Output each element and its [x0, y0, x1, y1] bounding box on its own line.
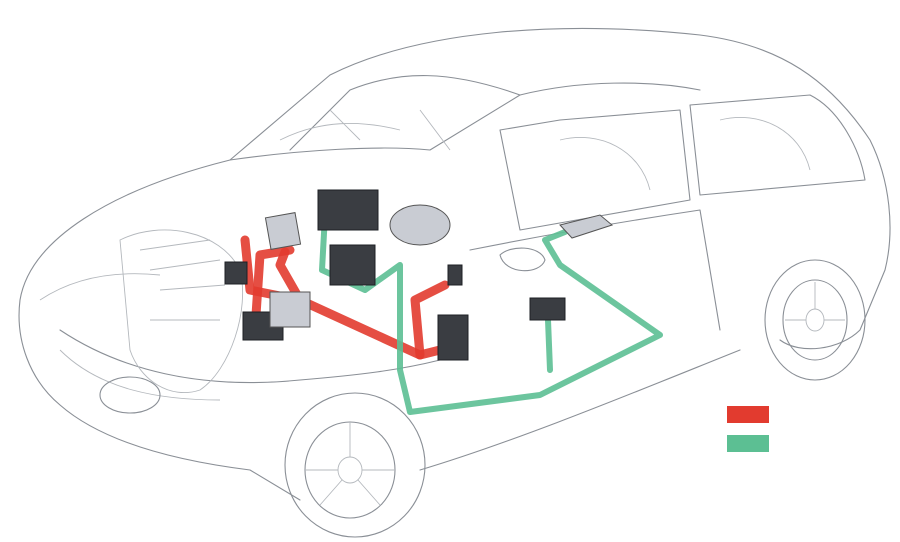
rear-wheel — [764, 259, 866, 381]
module — [389, 204, 451, 246]
module — [437, 314, 469, 361]
module — [329, 244, 376, 286]
green-circuit-harness — [319, 207, 663, 415]
red-wire — [250, 245, 295, 335]
module — [317, 189, 379, 231]
red-wire — [410, 280, 450, 360]
legend-swatch-green — [727, 435, 769, 452]
control-modules — [224, 189, 614, 361]
green-wire — [545, 317, 553, 373]
module — [529, 297, 566, 321]
module — [559, 214, 614, 239]
module — [269, 291, 311, 328]
module — [447, 264, 463, 286]
red-wire — [275, 247, 305, 305]
front-wheel — [284, 392, 426, 538]
legend — [727, 406, 769, 452]
module — [224, 261, 248, 285]
car-body-outline — [18, 27, 891, 501]
legend-swatch-red — [727, 406, 769, 423]
module — [264, 212, 302, 250]
